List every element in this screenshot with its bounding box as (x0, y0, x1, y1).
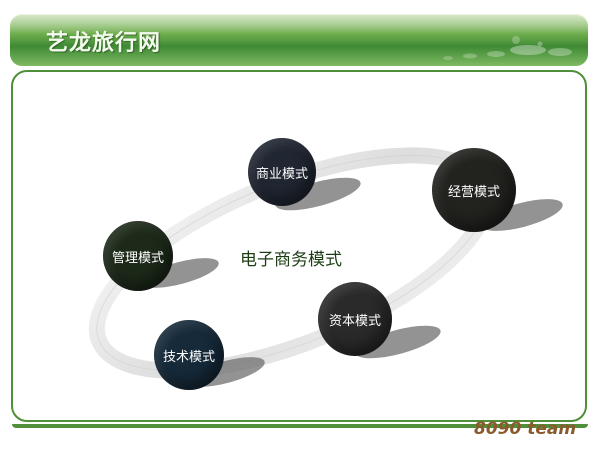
node-operation-model: 经营模式 (432, 148, 516, 232)
node-technology-model: 技术模式 (154, 320, 224, 390)
node-management-model: 管理模式 (103, 221, 173, 291)
node-label: 资本模式 (328, 313, 381, 329)
header-shine (10, 14, 588, 34)
node-label: 商业模式 (255, 166, 308, 182)
node-shadow (355, 325, 441, 359)
node-capital-model: 资本模式 (318, 282, 392, 356)
node-label: 经营模式 (447, 184, 500, 200)
team-label: 8090 team (474, 419, 577, 439)
water-drops-decoration (443, 36, 572, 60)
node-shadow (481, 199, 563, 231)
header-bar: 艺龙旅行网 (10, 14, 588, 66)
node-label: 管理模式 (111, 250, 164, 266)
bottom-strip (12, 424, 588, 428)
center-label: 电子商务模式 (240, 250, 342, 270)
header-title: 艺龙旅行网 (46, 31, 162, 56)
node-label: 技术模式 (162, 349, 215, 365)
node-business-model: 商业模式 (248, 138, 316, 206)
